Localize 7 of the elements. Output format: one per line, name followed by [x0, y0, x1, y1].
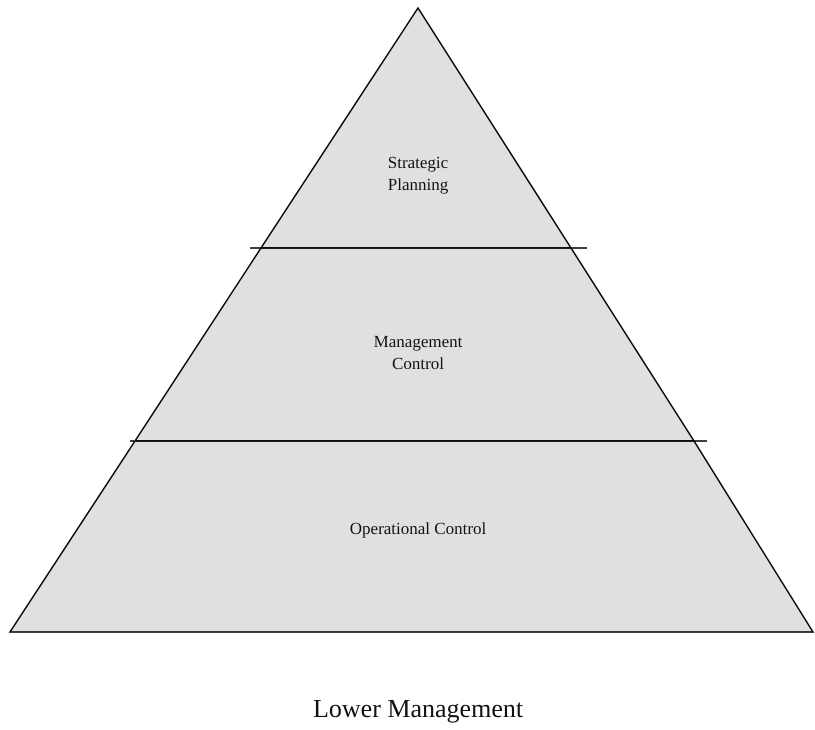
tier-label: Operational Control: [348, 518, 488, 540]
tier-label: Strategic Planning: [386, 152, 450, 196]
pyramid-tier: [10, 441, 813, 632]
tier-label: Management Control: [372, 331, 464, 375]
pyramid-tier: [261, 8, 571, 248]
pyramid-tier: [135, 248, 694, 441]
caption-text: Lower Management: [313, 694, 524, 724]
